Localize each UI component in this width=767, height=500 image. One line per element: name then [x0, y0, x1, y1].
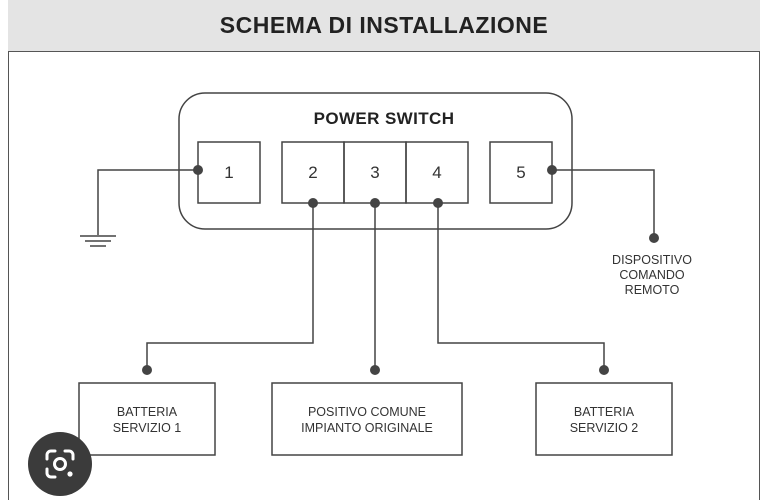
wire-battery-1 — [146, 203, 314, 370]
terminal-1-label: 1 — [224, 163, 233, 182]
common-positive-box — [271, 382, 463, 456]
node-terminal-4 — [433, 198, 443, 208]
terminal-5-label: 5 — [516, 163, 525, 182]
diagram-frame — [8, 0, 760, 500]
battery-2-label-line-2: SERVIZIO 2 — [570, 421, 639, 435]
node-terminal-5 — [547, 165, 557, 175]
wire-remote — [552, 169, 655, 238]
battery-2-box — [535, 382, 673, 456]
node-battery-1 — [142, 365, 152, 375]
terminal-4-label: 4 — [432, 163, 441, 182]
diagram-title: SCHEMA DI INSTALLAZIONE — [8, 0, 760, 52]
remote-label-line-1: DISPOSITIVO — [612, 253, 692, 267]
common-positive-label-line-1: POSITIVO COMUNE — [308, 405, 426, 419]
terminal-2-label: 2 — [308, 163, 317, 182]
node-battery-2 — [599, 365, 609, 375]
google-lens-button[interactable] — [28, 432, 92, 496]
battery-2-label-line-1: BATTERIA — [574, 405, 635, 419]
node-terminal-2 — [308, 198, 318, 208]
node-common-positive — [370, 365, 380, 375]
terminal-3-label: 3 — [370, 163, 379, 182]
battery-1-label-line-2: SERVIZIO 1 — [113, 421, 182, 435]
google-lens-icon — [45, 449, 75, 479]
remote-label-line-2: COMANDO — [619, 268, 685, 282]
wire-ground — [97, 169, 198, 235]
battery-1-box — [78, 382, 216, 456]
wire-battery-2 — [437, 203, 605, 370]
node-terminal-1 — [193, 165, 203, 175]
power-switch-title: POWER SWITCH — [314, 109, 455, 128]
common-positive-label-line-2: IMPIANTO ORIGINALE — [301, 421, 433, 435]
node-remote — [649, 233, 659, 243]
node-terminal-3 — [370, 198, 380, 208]
remote-label-line-3: REMOTO — [625, 283, 680, 297]
battery-1-label-line-1: BATTERIA — [117, 405, 178, 419]
